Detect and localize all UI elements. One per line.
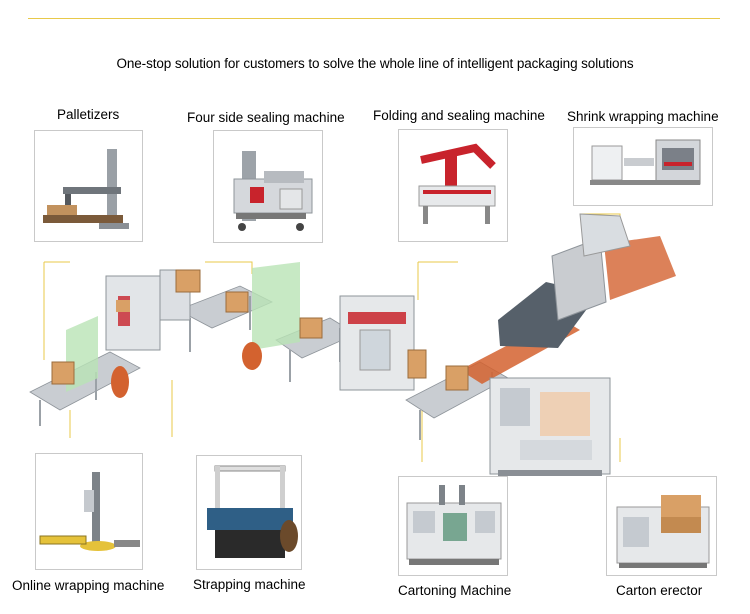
label-shrink-wrapping: Shrink wrapping machine xyxy=(567,109,719,124)
label-carton-erector: Carton erector xyxy=(616,583,703,598)
label-folding-sealing: Folding and sealing machine xyxy=(373,108,545,123)
folding-sealing-image xyxy=(398,129,508,242)
cartoning-image xyxy=(398,476,508,576)
label-four-side-sealing: Four side sealing machine xyxy=(187,110,345,125)
top-divider-line xyxy=(28,18,720,19)
online-wrapping-image xyxy=(35,453,143,570)
label-strapping: Strapping machine xyxy=(193,577,306,592)
four-side-sealing-image xyxy=(213,130,323,243)
label-online-wrapping: Online wrapping machine xyxy=(12,578,165,593)
carton-erector-image xyxy=(606,476,717,576)
strapping-image xyxy=(196,455,302,570)
shrink-wrapping-image xyxy=(573,127,713,206)
label-palletizers: Palletizers xyxy=(57,107,120,122)
label-cartoning: Cartoning Machine xyxy=(398,583,512,598)
page-headline: One-stop solution for customers to solve… xyxy=(116,56,634,71)
palletizer-image xyxy=(34,130,143,242)
